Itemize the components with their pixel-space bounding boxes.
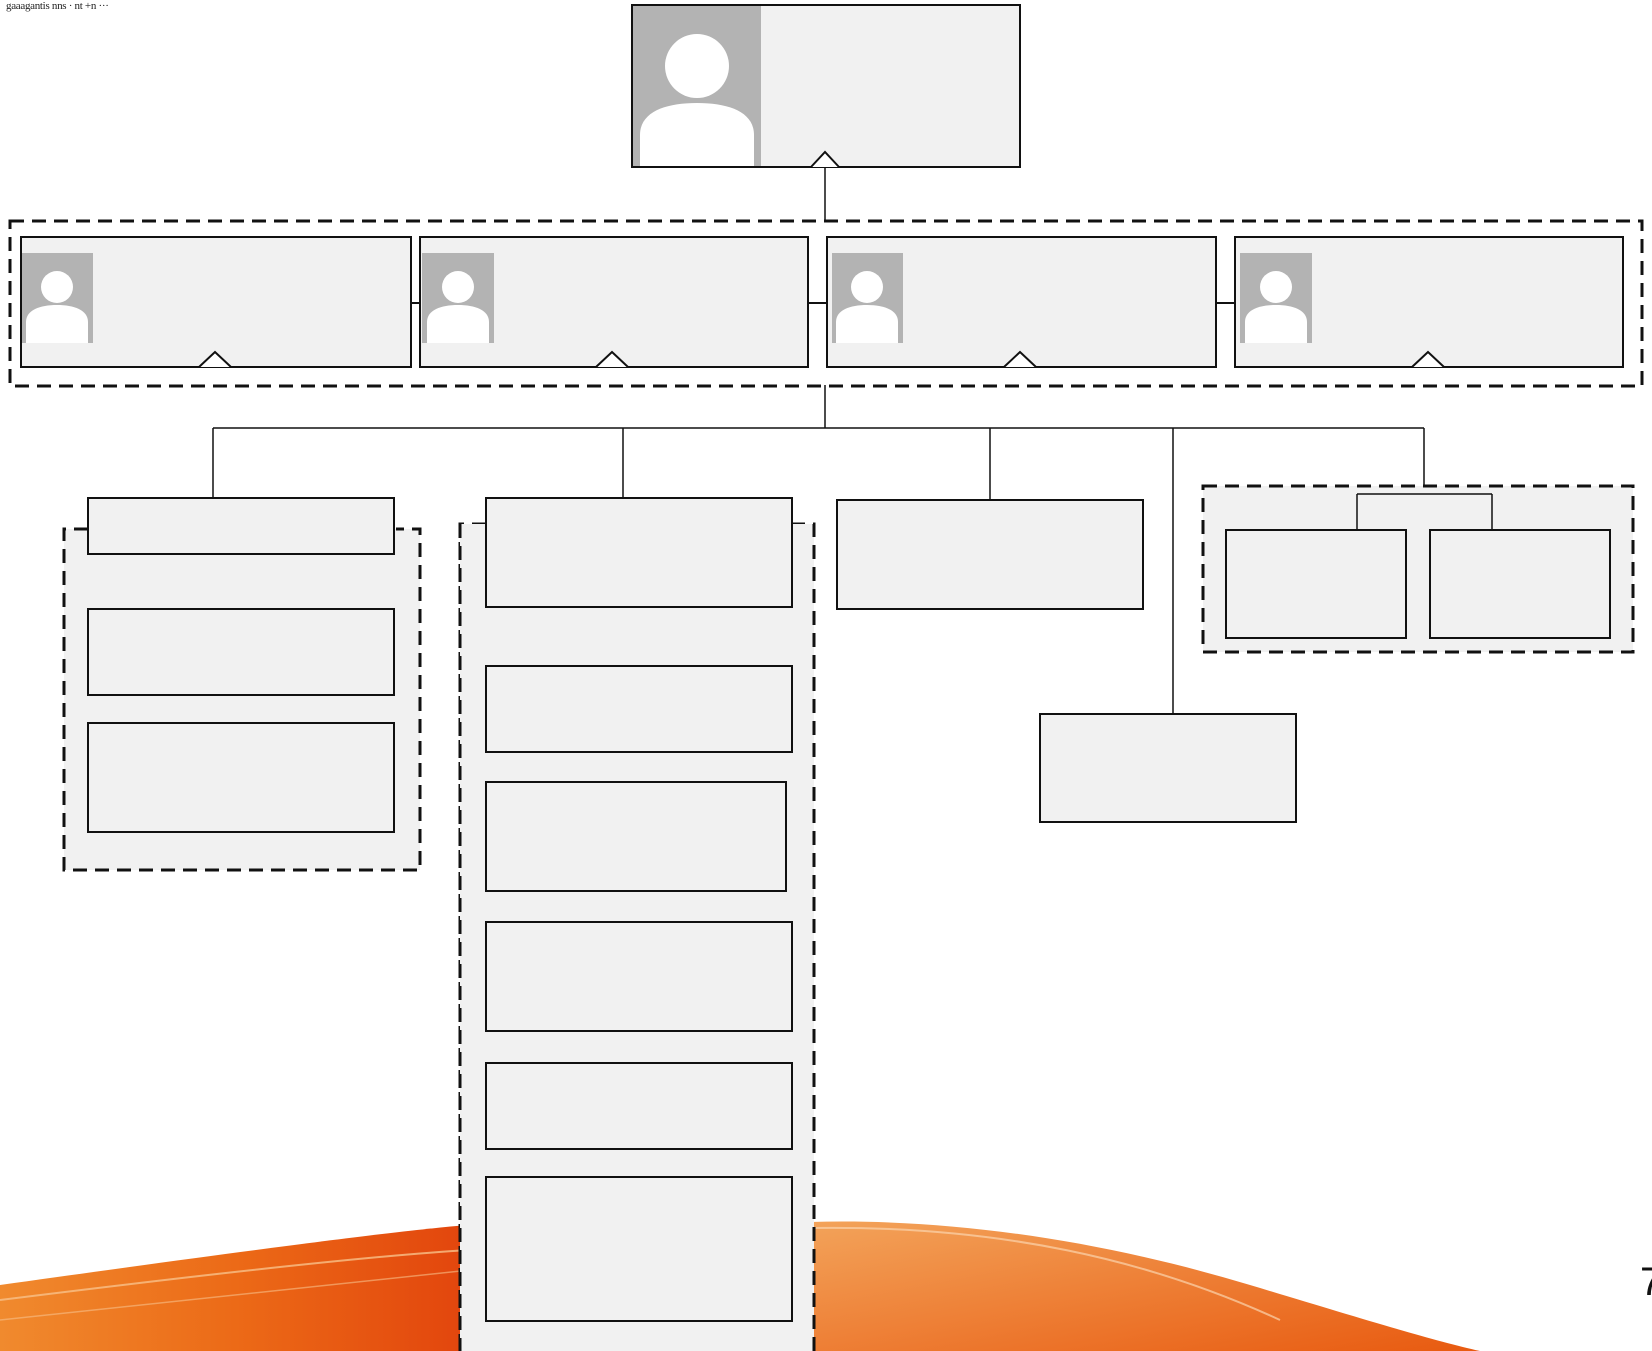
third-department-box[interactable] [837, 500, 1143, 609]
left-department-head-box[interactable] [88, 498, 394, 554]
right-department-box-2[interactable] [1430, 530, 1610, 638]
middle-department-head-box[interactable] [486, 498, 792, 607]
middle-department-box-1[interactable] [486, 666, 792, 752]
manager-card-4[interactable] [1235, 237, 1623, 367]
manager-card-2[interactable] [420, 237, 808, 367]
middle-department-box-2[interactable] [486, 782, 786, 891]
middle-department-box-4[interactable] [486, 1063, 792, 1149]
left-department-box-2[interactable] [88, 723, 394, 832]
fourth-department-box[interactable] [1040, 714, 1296, 822]
top-executive-card[interactable] [632, 5, 1020, 167]
manager-card-1[interactable] [21, 237, 411, 367]
middle-department-box-5[interactable] [486, 1177, 792, 1321]
page-number: 7 [1640, 1262, 1652, 1302]
manager-card-3[interactable] [827, 237, 1216, 367]
left-department-box-1[interactable] [88, 609, 394, 695]
middle-department-box-3[interactable] [486, 922, 792, 1031]
right-department-box-1[interactable] [1226, 530, 1406, 638]
